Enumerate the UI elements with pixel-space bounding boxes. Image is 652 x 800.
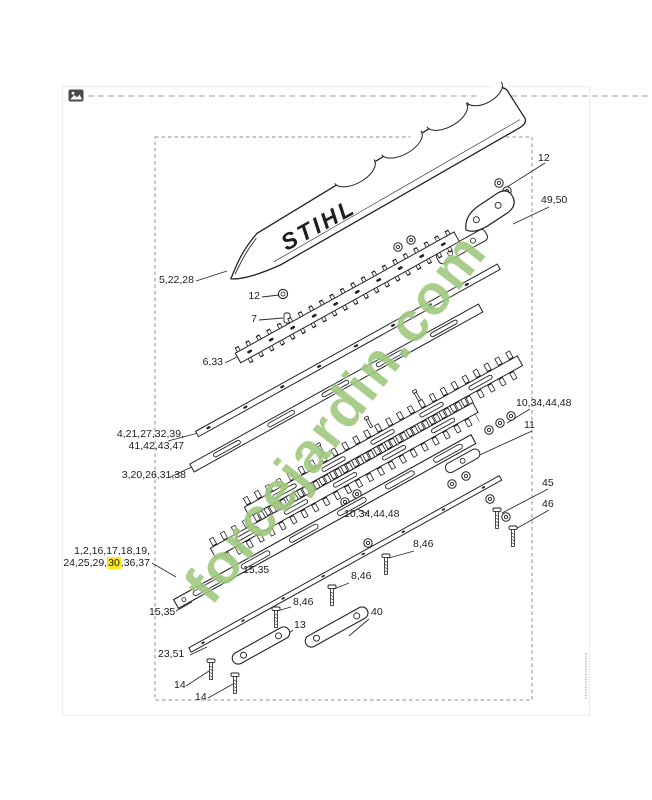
support-strip — [188, 475, 503, 653]
diagram-dashed-border — [154, 136, 533, 701]
part-label-12-a[interactable]: 12 — [538, 152, 550, 164]
part-label-15-35-a[interactable]: 15,35 — [243, 564, 270, 576]
slotted-rail — [172, 434, 477, 610]
part-label-8-46-a[interactable]: 8,46 — [413, 538, 434, 550]
part-label-15-35-b[interactable]: 15,35 — [149, 606, 176, 618]
part-label-8-46-b[interactable]: 8,46 — [351, 570, 372, 582]
part-label-13[interactable]: 13 — [294, 619, 306, 631]
washer — [393, 242, 403, 252]
cutter-blade-upper — [242, 349, 525, 520]
link-plate-40 — [304, 606, 369, 648]
part-label-45[interactable]: 45 — [542, 477, 554, 489]
part-label-14-a[interactable]: 14 — [174, 679, 186, 691]
part-label-49-50[interactable]: 49,50 — [541, 194, 568, 206]
washer — [363, 538, 373, 548]
guide-rail-slotted — [189, 303, 484, 473]
part-label-4-21-27[interactable]: 4,21,27,32,39, 41,42,43,47 — [104, 428, 184, 452]
screw — [508, 525, 518, 547]
part-label-line: 4,21,27,32,39, — [116, 428, 184, 440]
part-label-23-51[interactable]: 23,51 — [158, 648, 185, 660]
washer — [506, 411, 516, 421]
part-label-line: 1,2,16,17,18,19, — [74, 545, 150, 557]
washer — [495, 418, 505, 428]
blade-cover: STIHL — [229, 81, 527, 280]
nut — [277, 288, 289, 300]
part-label-6-33[interactable]: 6,33 — [202, 356, 223, 368]
part-label-10-34-44-48-a[interactable]: 10,34,44,48 — [516, 397, 572, 409]
top-divider — [88, 95, 648, 97]
part-label-10-34-44-48-b[interactable]: 10,34,44,48 — [344, 508, 400, 520]
screw — [271, 606, 281, 628]
screw — [327, 584, 337, 606]
part-label-8-46-c[interactable]: 8,46 — [293, 596, 314, 608]
washer — [484, 425, 494, 435]
part-label-3-20-26[interactable]: 3,20,26,31,38 — [121, 469, 186, 481]
washer — [485, 494, 495, 504]
screw — [206, 658, 216, 680]
washer — [494, 178, 504, 188]
washer — [501, 512, 511, 522]
part-label-1-2-16[interactable]: 1,2,16,17,18,19, 24,25,29,30,36,37 — [60, 545, 150, 569]
screw — [230, 672, 240, 694]
plate-11 — [444, 448, 481, 474]
part-label-line: 24,25,29,30,36,37 — [63, 556, 150, 569]
washer — [447, 479, 457, 489]
mount-plate — [436, 229, 489, 265]
part-label-5-22-28[interactable]: 5,22,28 — [158, 274, 194, 286]
washer — [406, 235, 416, 245]
link-plate-13 — [231, 626, 291, 665]
highlighted-part-number-30[interactable]: 30 — [107, 556, 121, 569]
screw — [492, 507, 502, 529]
part-label-line: 41,42,43,47 — [128, 439, 184, 452]
part-label-40[interactable]: 40 — [371, 606, 383, 618]
part-label-14-b[interactable]: 14 — [195, 691, 207, 703]
part-label-11[interactable]: 11 — [524, 419, 535, 431]
screw — [381, 553, 391, 575]
bracket-49-50 — [465, 190, 515, 232]
cutter-blade-lower — [208, 396, 480, 561]
washer — [461, 471, 471, 481]
part-label-12-b[interactable]: 12 — [248, 290, 260, 302]
image-placeholder-icon[interactable] — [68, 89, 84, 102]
guide-rail-thin — [194, 263, 501, 438]
part-label-7[interactable]: 7 — [251, 313, 257, 325]
part-label-46[interactable]: 46 — [542, 498, 554, 510]
